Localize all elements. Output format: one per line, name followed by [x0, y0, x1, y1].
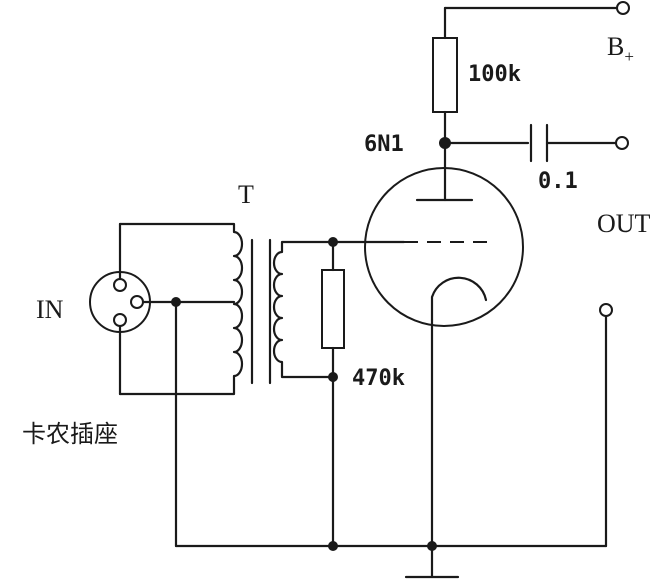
- transformer-primary: [118, 222, 244, 396]
- tube-label: 6N1: [364, 132, 404, 157]
- b-plus-label: B+: [607, 32, 634, 66]
- xlr-pin-3: [113, 313, 127, 327]
- grid-resistor-label: 470k: [352, 366, 405, 391]
- b-plus-terminal: [616, 1, 630, 15]
- xlr-pin-1: [113, 278, 127, 292]
- grid-resistor-junction: [328, 372, 338, 382]
- in-label: IN: [36, 295, 64, 324]
- plate-resistor: [432, 37, 458, 113]
- out-terminal-ground: [599, 303, 613, 317]
- transformer-secondary: [272, 240, 335, 379]
- tube-envelope: [364, 167, 524, 327]
- capacitor-label: 0.1: [538, 169, 578, 194]
- plate-resistor-label: 100k: [468, 62, 521, 87]
- tube-cathode: [430, 276, 488, 322]
- ground-junction-grid: [328, 541, 338, 551]
- coupling-capacitor: [529, 123, 549, 163]
- transformer-label: T: [238, 180, 254, 209]
- grid-resistor: [321, 269, 345, 349]
- b-plus-rail: [443, 1, 630, 40]
- xlr-pin-2: [130, 295, 144, 309]
- out-terminal-signal: [615, 136, 629, 150]
- out-label: OUT: [597, 209, 651, 238]
- connector-label: 卡农插座: [22, 420, 118, 448]
